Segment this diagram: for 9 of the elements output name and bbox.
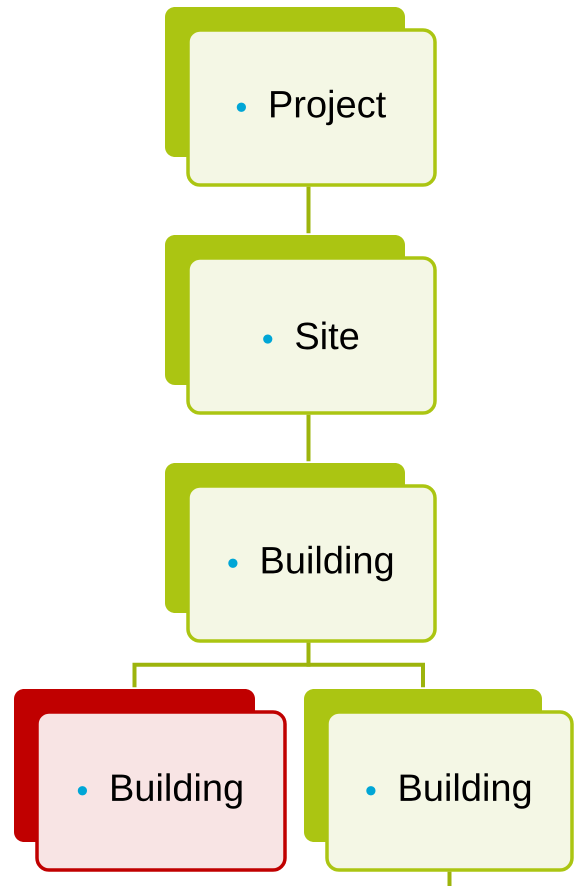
process-box: Building	[304, 689, 574, 872]
process-box: Site	[165, 235, 437, 415]
process-box: Project	[165, 7, 437, 187]
process-box: Building	[14, 689, 287, 872]
connector-line	[448, 872, 452, 886]
connector-line	[306, 642, 425, 688]
connector-line	[306, 186, 310, 234]
process-box: Building	[165, 463, 437, 643]
connector-line	[306, 414, 310, 462]
